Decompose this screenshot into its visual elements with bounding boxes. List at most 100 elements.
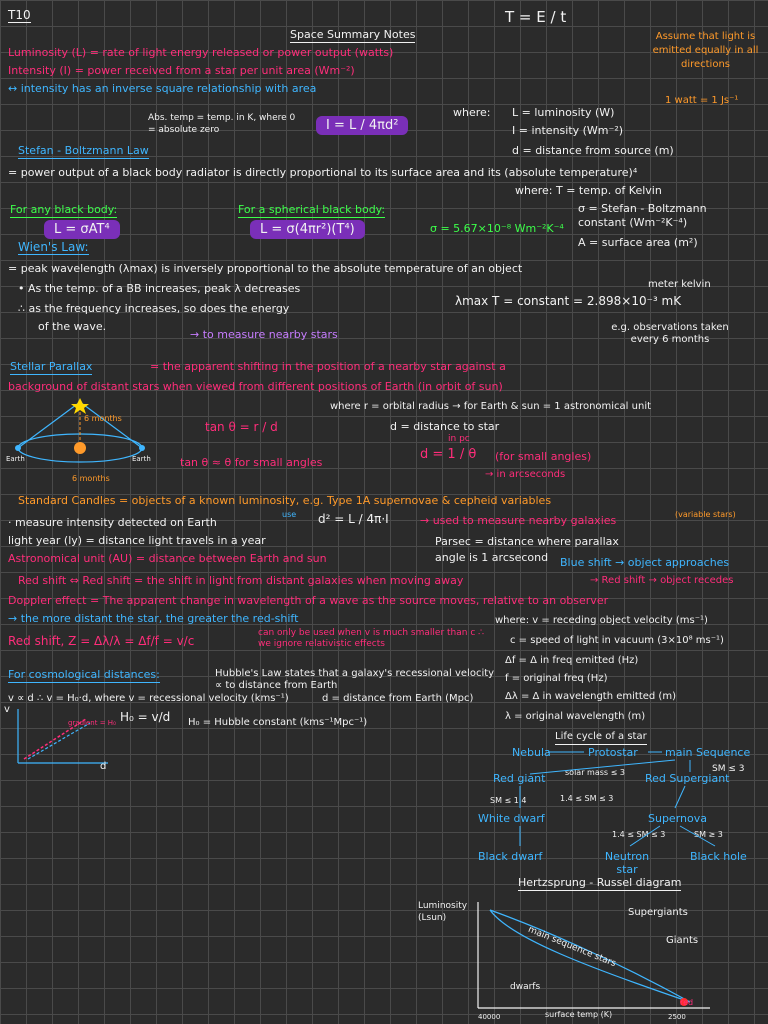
mass-condition-3: SM ≤ 1.4 bbox=[490, 796, 527, 805]
tan-formula: tan θ = r / d bbox=[205, 420, 278, 434]
mass-condition-6: SM ≥ 3 bbox=[694, 830, 723, 839]
hubble-x-axis-label: d bbox=[100, 761, 107, 772]
black-hole-stage: Black hole bbox=[690, 850, 747, 863]
parsec-definition: Parsec = distance where parallax angle i… bbox=[435, 535, 619, 564]
hr-y-axis-label: Luminosity (Lsun) bbox=[418, 901, 468, 923]
hubble-graph bbox=[17, 709, 108, 764]
red-supergiant-stage: Red Supergiant bbox=[645, 772, 730, 785]
intensity-var: I = intensity (Wm⁻²) bbox=[512, 124, 624, 137]
sigma-value: σ = 5.67×10⁻⁸ Wm⁻²K⁻⁴ bbox=[430, 222, 564, 235]
energy-power-equation: T = E / t bbox=[505, 8, 567, 26]
frequency-var: f = original freq (Hz) bbox=[505, 673, 608, 684]
stefan-formula-sphere: L = σ(4πr²)(T⁴) bbox=[250, 220, 365, 239]
use-label: use bbox=[282, 510, 297, 519]
variable-stars-note: (variable stars) bbox=[675, 510, 736, 519]
doppler-definition: Doppler effect = The apparent change in … bbox=[8, 594, 609, 607]
dwarfs-region: dwarfs bbox=[510, 982, 541, 992]
hubble-constant-formula: H₀ = v/d bbox=[120, 710, 171, 724]
delta-frequency-var: Δf = Δ in freq emitted (Hz) bbox=[505, 655, 639, 666]
wien-definition: = peak wavelength (λmax) is inversely pr… bbox=[8, 262, 523, 275]
intensity-formula: I = L / 4πd² bbox=[316, 116, 409, 135]
hr-x-axis-label: surface temp (K) bbox=[545, 1010, 613, 1019]
six-months-top-label: 6 months bbox=[84, 414, 122, 423]
velocity-var: where: v = receding object velocity (ms⁻… bbox=[495, 615, 708, 626]
hubble-constant-var: H₀ = Hubble constant (kms⁻¹Mpc⁻¹) bbox=[188, 717, 368, 728]
life-cycle-title: Life cycle of a star bbox=[555, 730, 647, 745]
parallax-distance-formula: d = 1 / θ bbox=[420, 447, 477, 462]
mass-condition-2: solar mass ≤ 3 bbox=[565, 768, 625, 777]
astronomical-unit-definition: Astronomical unit (AU) = distance betwee… bbox=[8, 552, 327, 565]
mass-condition-5: 1.4 ≤ SM ≤ 3 bbox=[612, 830, 666, 839]
supernova-stage: Supernova bbox=[648, 812, 707, 825]
stefan-formula-general: L = σAT⁴ bbox=[44, 220, 120, 239]
black-dwarf-stage: Black dwarf bbox=[478, 850, 543, 863]
delta-wavelength-var: Δλ = Δ in wavelength emitted (m) bbox=[505, 691, 676, 702]
assume-note: Assume that light is emitted equally in … bbox=[652, 31, 759, 70]
arcsecond-note: → in arcseconds bbox=[485, 469, 566, 480]
meter-kelvin-note: meter kelvin bbox=[648, 279, 711, 290]
white-dwarf-stage: White dwarf bbox=[478, 812, 545, 825]
parallax-definition-2: background of distant stars when viewed … bbox=[8, 380, 503, 393]
page-number: T10 bbox=[8, 8, 31, 23]
standard-candle-formula: d² = L / 4π·I bbox=[318, 512, 389, 526]
cosmological-heading: For cosmological distances: bbox=[8, 668, 160, 683]
small-angle-note: tan θ ≈ θ for small angles bbox=[180, 456, 323, 469]
main-sequence-stage: main Sequence bbox=[665, 746, 751, 759]
measure-intensity-note: · measure intensity detected on Earth bbox=[8, 516, 217, 529]
wien-point-2: ∴ as the frequency increases, so does th… bbox=[18, 302, 290, 315]
page-title: Space Summary Notes bbox=[290, 28, 416, 43]
relativistic-note: can only be used when v is much smaller … bbox=[258, 628, 484, 649]
parallax-diagram bbox=[15, 398, 145, 463]
temp-var: where: T = temp. of Kelvin bbox=[515, 184, 662, 197]
mass-condition-1: SM ≤ 3 bbox=[712, 764, 745, 774]
hubble-y-axis-label: v bbox=[4, 704, 10, 715]
nebula-stage: Nebula bbox=[512, 746, 551, 759]
hr-temp-low: 2500 bbox=[668, 1013, 686, 1021]
intensity-definition: Intensity (I) = power received from a st… bbox=[8, 64, 355, 77]
light-year-definition: light year (ly) = distance light travels… bbox=[8, 534, 266, 547]
wavelength-var: λ = original wavelength (m) bbox=[505, 711, 646, 722]
luminosity-var: L = luminosity (W) bbox=[512, 106, 615, 119]
red-shift-note: → Red shift → object recedes bbox=[590, 575, 734, 586]
distance-var: d = distance from source (m) bbox=[512, 144, 674, 157]
galaxies-note: → used to measure nearby galaxies bbox=[420, 514, 617, 527]
neutron-star-stage: Neutron star bbox=[604, 850, 650, 876]
abs-temp-note: Abs. temp = temp. in K, where 0 = absolu… bbox=[148, 113, 296, 135]
hr-temp-high: 40000 bbox=[478, 1013, 501, 1021]
life-cycle-arrows bbox=[519, 751, 716, 847]
watt-conversion: 1 watt = 1 Js⁻¹ bbox=[665, 95, 739, 106]
sigma-var: σ = Stefan - Boltzmann constant (Wm⁻²K⁻⁴… bbox=[578, 202, 707, 229]
wien-point-3: of the wave. bbox=[38, 320, 107, 333]
stefan-heading: Stefan - Boltzmann Law bbox=[18, 144, 149, 159]
red-shift-formula: Red shift, Z = Δλ/λ = Δf/f = v/c bbox=[8, 634, 195, 648]
speed-of-light-var: c = speed of light in vacuum (3×10⁸ ms⁻¹… bbox=[510, 635, 724, 646]
distance-from-earth-var: d = distance from Earth (Mpc) bbox=[322, 693, 474, 704]
parallax-definition-1: = the apparent shifting in the position … bbox=[150, 360, 506, 373]
parsec-unit-note: in pc bbox=[448, 434, 470, 444]
protostar-stage: Protostar bbox=[588, 746, 638, 759]
area-var: A = surface area (m²) bbox=[578, 236, 698, 249]
red-star-label: red bbox=[680, 998, 694, 1007]
where-label: where: bbox=[453, 106, 491, 119]
wien-heading: Wien's Law: bbox=[18, 240, 89, 255]
distance-to-star: d = distance to star bbox=[390, 420, 500, 433]
observation-note: e.g. observations taken every 6 months bbox=[611, 322, 729, 345]
standard-candles-definition: Standard Candles = objects of a known lu… bbox=[18, 494, 552, 507]
luminosity-definition: Luminosity (L) = rate of light energy re… bbox=[8, 46, 394, 59]
small-angle-note-2: (for small angles) bbox=[495, 450, 592, 463]
measure-nearby-stars: → to measure nearby stars bbox=[190, 328, 338, 341]
wien-formula: λmax T = constant = 2.898×10⁻³ mK bbox=[455, 294, 682, 308]
parallax-heading: Stellar Parallax bbox=[10, 360, 93, 375]
hubble-proportion: v ∝ d ∴ v = H₀·d, where v = recessional … bbox=[8, 693, 289, 704]
orbital-radius-note: where r = orbital radius → for Earth & s… bbox=[330, 401, 652, 412]
distant-star-note: → the more distant the star, the greater… bbox=[8, 612, 299, 625]
hr-diagram bbox=[477, 902, 710, 1009]
blue-shift-note: Blue shift → object approaches bbox=[560, 556, 730, 569]
earth-right-label: Earth bbox=[132, 455, 151, 463]
six-months-label: 6 months bbox=[72, 474, 110, 483]
stefan-definition: = power output of a black body radiator … bbox=[8, 166, 638, 179]
giants-region: Giants bbox=[666, 935, 699, 946]
hubble-law: Hubble's Law states that a galaxy's rece… bbox=[215, 668, 495, 691]
red-giant-stage: Red giant bbox=[493, 772, 546, 785]
gradient-label: gradient = H₀ bbox=[68, 719, 116, 727]
